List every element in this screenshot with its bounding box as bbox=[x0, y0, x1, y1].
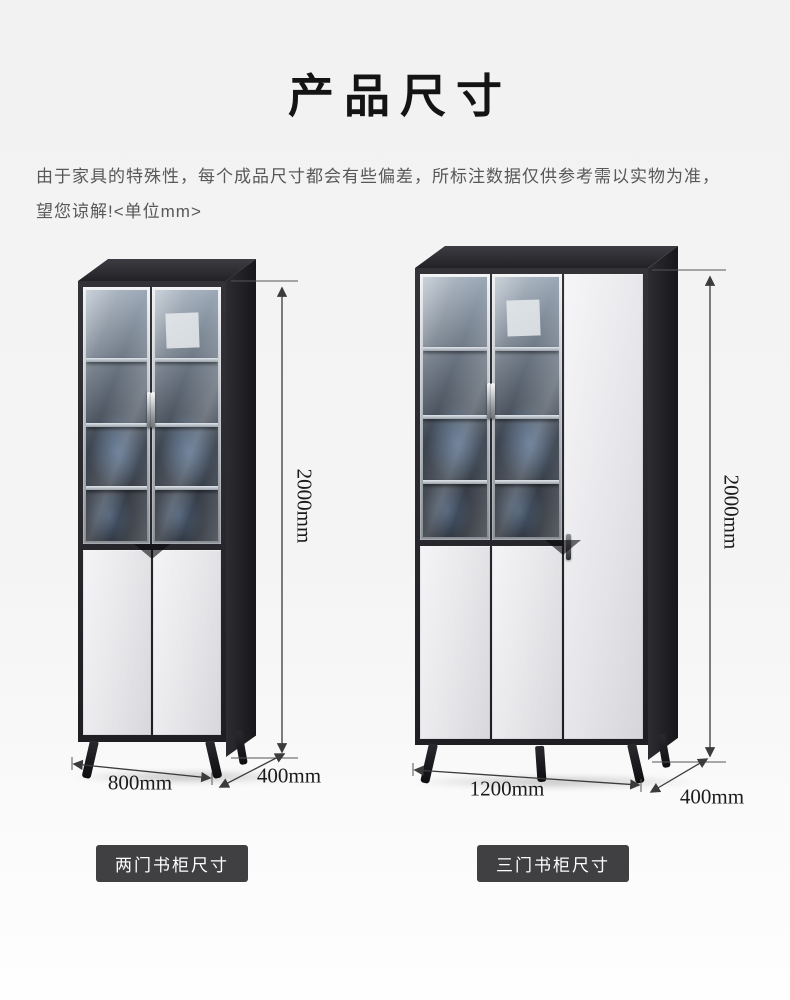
tall-door-right bbox=[564, 274, 643, 739]
center-shadow bbox=[545, 540, 581, 555]
shelf bbox=[423, 347, 487, 352]
three-door-width-label: 1200mm bbox=[469, 776, 545, 801]
lower-door-right bbox=[153, 550, 221, 735]
shelf bbox=[155, 423, 218, 428]
floor-shadow bbox=[409, 774, 701, 790]
door-handle bbox=[147, 392, 151, 429]
three-door-depth-label: 400mm bbox=[679, 784, 745, 809]
cabinet-top-panel bbox=[415, 246, 678, 268]
disclaimer-line-2: 望您谅解!<单位mm> bbox=[36, 201, 202, 221]
shelf bbox=[495, 479, 559, 484]
three-door-bookcase-illustration bbox=[409, 246, 701, 794]
shelf bbox=[155, 485, 218, 490]
glass-door-left bbox=[83, 287, 151, 544]
glass-door-left bbox=[420, 274, 491, 540]
lower-door-left bbox=[83, 550, 151, 735]
glass-pane bbox=[495, 277, 559, 537]
two-door-depth-label: 400mm bbox=[256, 763, 322, 788]
shelf bbox=[423, 479, 487, 484]
two-door-bookcase-illustration bbox=[70, 259, 302, 787]
lower-door-right bbox=[492, 546, 562, 739]
door-handle bbox=[151, 392, 155, 429]
glass-pane bbox=[155, 290, 218, 541]
cabinet-side-panel bbox=[648, 246, 678, 760]
glass-door-right bbox=[151, 287, 221, 544]
two-door-height-label: 2000mm bbox=[292, 468, 317, 544]
shelf bbox=[423, 414, 487, 419]
cabinet-top-panel bbox=[78, 259, 256, 281]
three-door-caption: 三门书柜尺寸 bbox=[477, 845, 629, 882]
three-door-height-label: 2000mm bbox=[719, 474, 744, 550]
cabinet-front-panel bbox=[78, 281, 226, 742]
disclaimer-text: 由于家具的特殊性，每个成品尺寸都会有些偏差，所标注数据仅供参考需以实物为准， 望您… bbox=[36, 160, 760, 230]
shelf bbox=[86, 423, 147, 428]
disclaimer-line-1: 由于家具的特殊性，每个成品尺寸都会有些偏差，所标注数据仅供参考需以实物为准， bbox=[36, 167, 720, 186]
door-handle bbox=[491, 383, 495, 420]
shelf bbox=[495, 414, 559, 419]
shelf bbox=[495, 347, 559, 352]
center-shadow bbox=[134, 544, 170, 559]
door-handle bbox=[487, 383, 491, 420]
cabinet-side-panel bbox=[226, 259, 256, 757]
shelf bbox=[155, 357, 218, 362]
shelf bbox=[86, 485, 147, 490]
glass-pane bbox=[423, 277, 487, 537]
glass-pane bbox=[86, 290, 147, 541]
page-title: 产品尺寸 bbox=[288, 70, 512, 122]
lower-door-left bbox=[420, 546, 490, 739]
two-door-width-label: 800mm bbox=[107, 770, 173, 795]
cabinet-front-panel bbox=[415, 268, 648, 745]
shelf bbox=[86, 357, 147, 362]
two-door-caption: 两门书柜尺寸 bbox=[96, 845, 248, 882]
glass-door-right bbox=[491, 274, 562, 540]
